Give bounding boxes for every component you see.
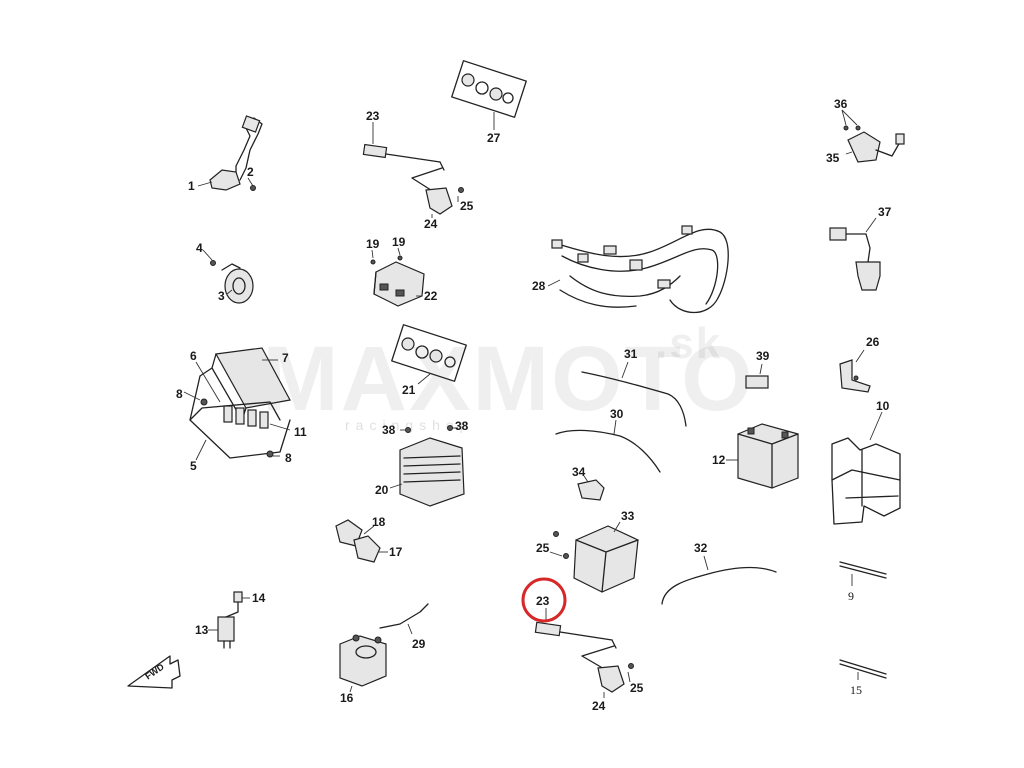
part-cable-30 bbox=[555, 419, 661, 473]
part-cable-31 bbox=[581, 361, 687, 427]
callout-13: 13 bbox=[195, 623, 209, 637]
callout-1: 1 bbox=[188, 179, 195, 193]
callout-33: 33 bbox=[621, 509, 635, 523]
part-battery-holder bbox=[831, 411, 901, 525]
part-sensor-35 bbox=[841, 109, 905, 163]
callout-22: 22 bbox=[424, 289, 438, 303]
watermark-suffix: .sk bbox=[655, 319, 722, 368]
watermark-tagline: racingshop bbox=[345, 417, 474, 433]
callout-26: 26 bbox=[866, 335, 880, 349]
part-relay-small bbox=[208, 591, 250, 649]
part-ignition-coil bbox=[549, 521, 639, 593]
callout-15: 15 bbox=[850, 683, 862, 697]
part-strap-9 bbox=[839, 561, 887, 586]
callout-17: 17 bbox=[389, 545, 403, 559]
callout-21: 21 bbox=[402, 383, 416, 397]
part-sensor-1 bbox=[197, 115, 263, 191]
part-regulator bbox=[389, 425, 465, 507]
callout-23-top: 23 bbox=[366, 109, 380, 123]
callout-12: 12 bbox=[712, 453, 726, 467]
callout-25-top: 25 bbox=[460, 199, 474, 213]
part-starter-relay bbox=[339, 603, 429, 693]
part-plug-cap-bottom bbox=[534, 608, 634, 698]
part-battery bbox=[726, 423, 799, 489]
callout-38-left: 38 bbox=[382, 423, 396, 437]
callout-28: 28 bbox=[532, 279, 546, 293]
part-strap-15 bbox=[839, 659, 887, 680]
callout-20: 20 bbox=[375, 483, 389, 497]
part-cable-32 bbox=[661, 555, 777, 605]
callout-2: 2 bbox=[247, 165, 254, 179]
part-horn bbox=[202, 249, 254, 304]
callout-6: 6 bbox=[190, 349, 197, 363]
part-fuse-39 bbox=[745, 363, 769, 389]
callout-32: 32 bbox=[694, 541, 708, 555]
callout-23-bottom: 23 bbox=[536, 594, 550, 608]
callout-18: 18 bbox=[372, 515, 386, 529]
callout-10: 10 bbox=[876, 399, 890, 413]
callout-11: 11 bbox=[294, 425, 307, 439]
part-connector-34 bbox=[577, 475, 605, 501]
callout-5: 5 bbox=[190, 459, 197, 473]
callout-37: 37 bbox=[878, 205, 892, 219]
callout-14: 14 bbox=[252, 591, 266, 605]
callout-34: 34 bbox=[572, 465, 586, 479]
callout-35: 35 bbox=[826, 151, 840, 165]
callout-24-top: 24 bbox=[424, 217, 438, 231]
callout-24-bottom: 24 bbox=[592, 699, 606, 713]
part-plug-cap-top bbox=[362, 122, 464, 218]
watermark: MAXMOTO .sk racingshop bbox=[262, 319, 755, 433]
part-wiring-harness bbox=[547, 225, 729, 313]
part-bracket-26 bbox=[839, 349, 871, 393]
part-seal-kit-27 bbox=[451, 60, 527, 130]
part-seal-kit-21 bbox=[391, 324, 467, 385]
part-sensor-37 bbox=[829, 217, 881, 291]
highlight-circle bbox=[521, 577, 567, 623]
callout-3: 3 bbox=[218, 289, 225, 303]
callout-4: 4 bbox=[196, 241, 203, 255]
fwd-label: FWD bbox=[143, 661, 166, 681]
callout-36: 36 bbox=[834, 97, 848, 111]
callout-31: 31 bbox=[624, 347, 638, 361]
part-fuse-box bbox=[183, 347, 291, 461]
callout-19-left: 19 bbox=[366, 237, 380, 251]
callout-8-top: 8 bbox=[176, 387, 183, 401]
part-ecu bbox=[370, 247, 425, 307]
callout-9: 9 bbox=[848, 589, 854, 603]
callout-7: 7 bbox=[282, 351, 289, 365]
fwd-arrow: FWD bbox=[127, 655, 181, 689]
callout-38-right: 38 bbox=[455, 419, 469, 433]
callout-29: 29 bbox=[412, 637, 426, 651]
callout-27: 27 bbox=[487, 131, 501, 145]
callout-19-right: 19 bbox=[392, 235, 406, 249]
callout-39: 39 bbox=[756, 349, 770, 363]
watermark-brand: MAXMOTO bbox=[262, 328, 755, 430]
callout-30: 30 bbox=[610, 407, 624, 421]
callout-25-mid: 25 bbox=[536, 541, 550, 555]
callout-8-bottom: 8 bbox=[285, 451, 292, 465]
part-connectors bbox=[335, 519, 388, 563]
callout-25-bottom: 25 bbox=[630, 681, 644, 695]
callout-16: 16 bbox=[340, 691, 354, 705]
